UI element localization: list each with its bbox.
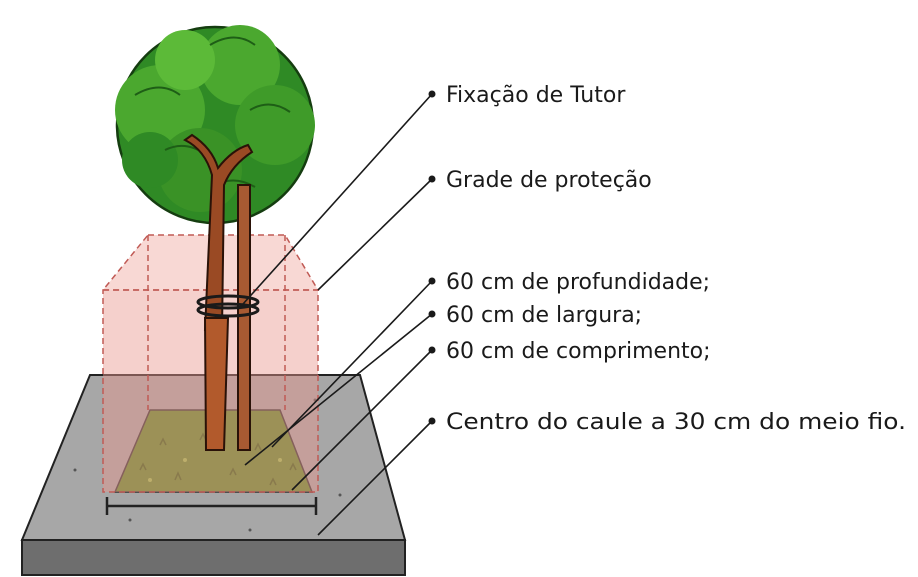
tree-canopy [115, 25, 315, 225]
leader-lines [242, 93, 433, 536]
leader-line-grid [317, 178, 433, 291]
bullet-dots [428, 90, 436, 425]
leader-line-length [291, 349, 433, 491]
label-depth: 60 cm de profundidade; [446, 270, 710, 295]
width-measurement-bar [105, 497, 318, 515]
label-protection-grid: Grade de proteção [446, 168, 652, 193]
leader-line-depth [271, 280, 433, 448]
label-width: 60 cm de largura; [446, 303, 642, 328]
label-stem-center: Centro do caule a 30 cm do meio fio. [446, 410, 906, 435]
label-tutor-fixation: Fixação de Tutor [446, 83, 626, 108]
tutor-stake [237, 184, 251, 451]
tutor-tie [196, 294, 260, 318]
leader-line-tutor [242, 93, 433, 305]
label-length: 60 cm de comprimento; [446, 339, 711, 364]
tree-trunk [183, 133, 254, 451]
leader-line-stem-center [317, 420, 433, 536]
leader-line-width [244, 313, 433, 466]
